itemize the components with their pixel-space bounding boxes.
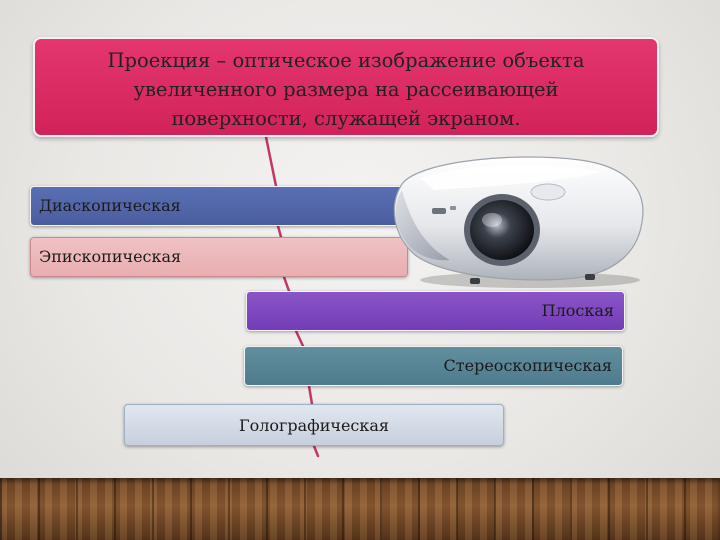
type-flat: Плоская bbox=[246, 291, 625, 331]
type-stereoscopic: Стереоскопическая bbox=[244, 346, 623, 386]
type-episcopic: Эпископическая bbox=[30, 237, 408, 277]
definition-line-2: увеличенного размера на рассеивающей bbox=[133, 78, 559, 101]
definition-line-1: Проекция – оптическое изображение объект… bbox=[107, 49, 585, 72]
type-holographic: Голографическая bbox=[124, 404, 504, 446]
wooden-floor bbox=[0, 478, 720, 540]
projector-image bbox=[393, 156, 644, 288]
definition-box: Проекция – оптическое изображение объект… bbox=[33, 37, 659, 137]
definition-line-3: поверхности, служащей экраном. bbox=[171, 107, 521, 130]
type-diascopic: Диаскопическая bbox=[30, 186, 406, 226]
